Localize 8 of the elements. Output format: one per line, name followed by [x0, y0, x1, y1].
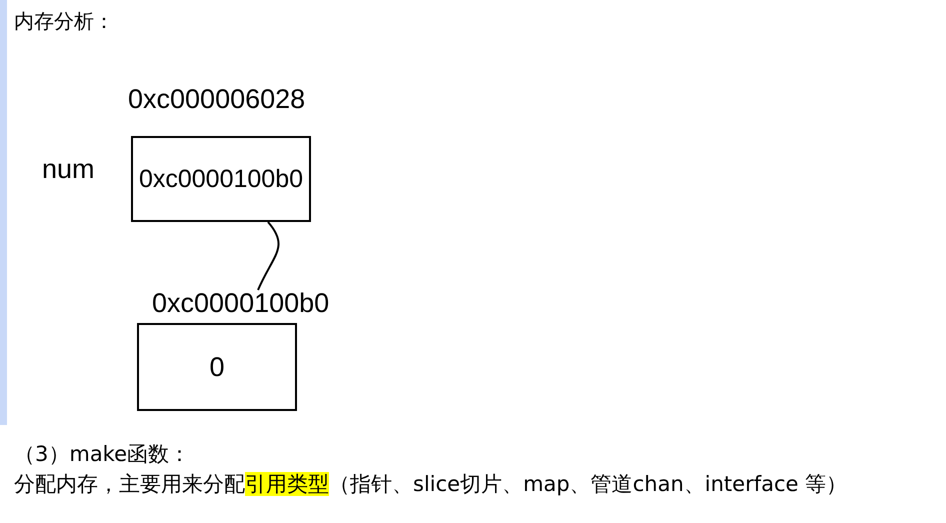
memory-address: 0xc000006028 [128, 84, 306, 115]
section-heading: 内存分析： [14, 8, 114, 35]
subsection-heading: （3）make函数： [14, 441, 190, 468]
address-value: 0xc0000100b0 [138, 164, 304, 194]
memory-address: 0xc0000100b0 [152, 288, 330, 319]
description-text: 分配内存，主要用来分配引用类型（指针、slice切片、map、管道chan、interface 等） [14, 471, 848, 498]
stored-value: 0 [209, 352, 225, 382]
variable-name: num [42, 154, 95, 185]
